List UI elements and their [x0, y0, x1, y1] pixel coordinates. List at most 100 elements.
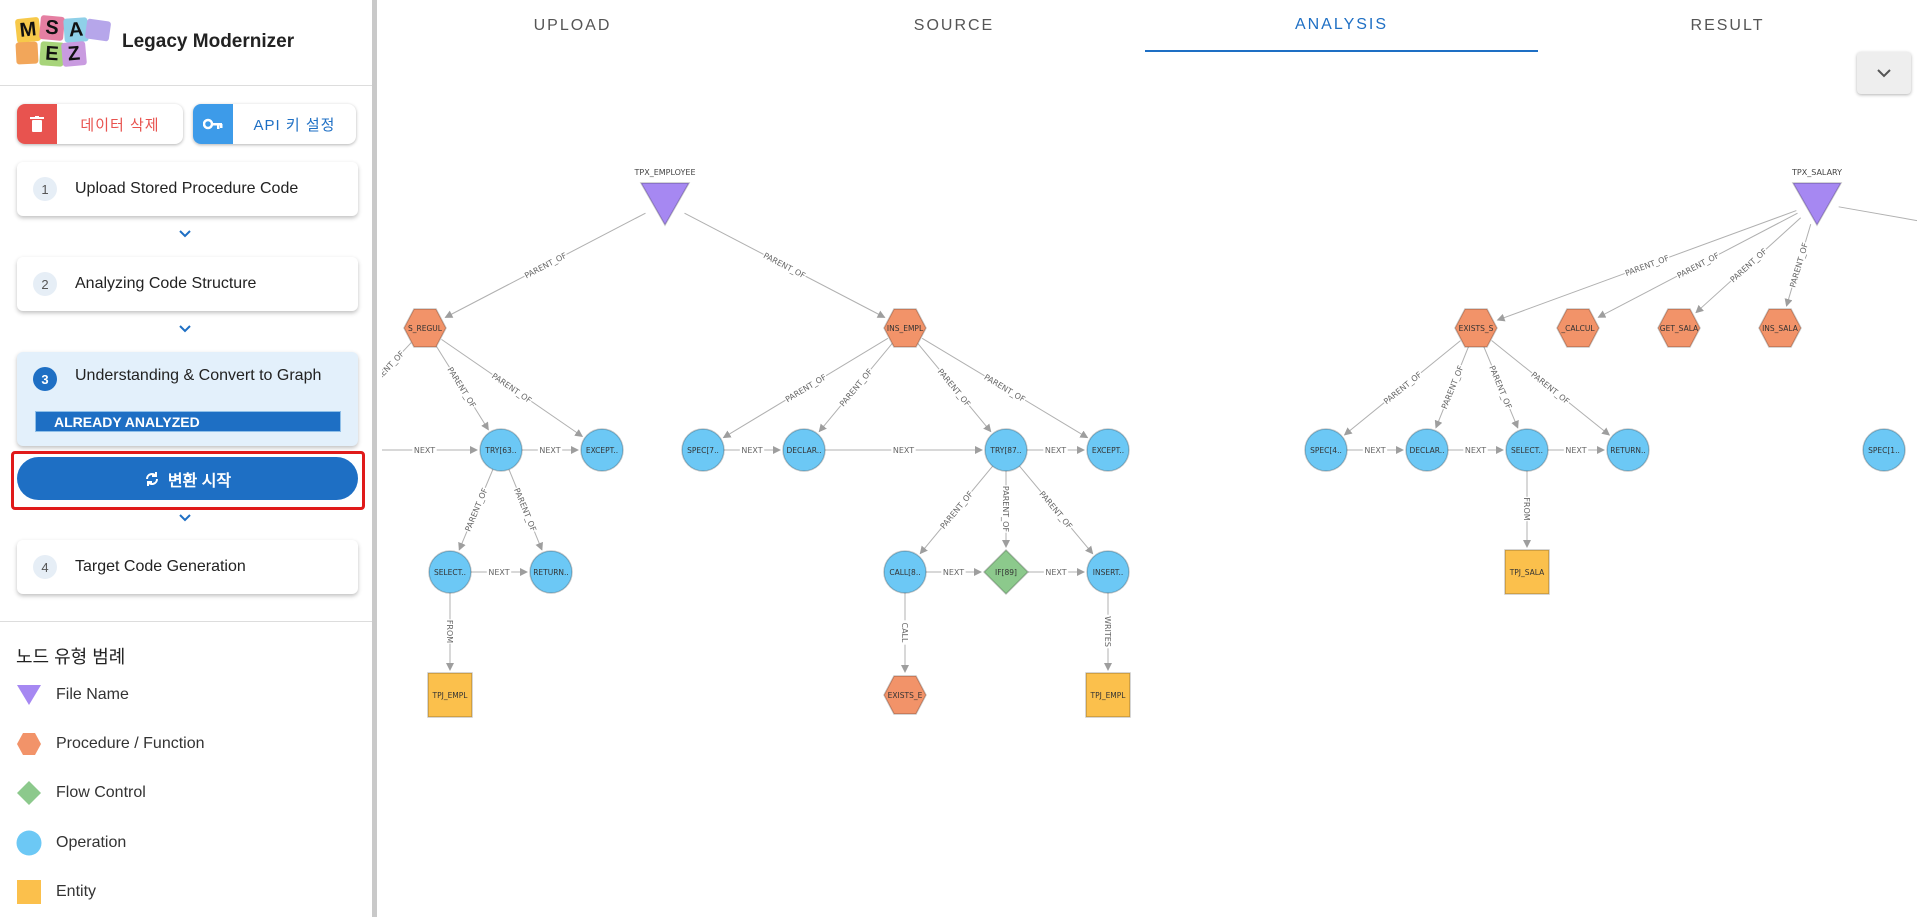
edge-label: WRITES: [1103, 616, 1112, 647]
graph-node-entity[interactable]: TPJ_EMPL: [427, 672, 473, 718]
tab-upload[interactable]: UPLOAD: [533, 17, 612, 34]
step-3-card[interactable]: 3 Understanding & Convert to Graph ALREA…: [17, 352, 358, 446]
legend-item-procedure: Procedure / Function: [16, 731, 205, 757]
node-shape[interactable]: [1086, 428, 1130, 472]
edge-label-background: [1037, 488, 1076, 532]
step-1-card[interactable]: 1 Upload Stored Procedure Code: [17, 162, 358, 216]
node-shape[interactable]: [1606, 428, 1650, 472]
node-shape[interactable]: [984, 428, 1028, 472]
node-shape[interactable]: [403, 308, 447, 348]
legend-item-file: File Name: [16, 682, 129, 708]
node-shape[interactable]: [883, 550, 927, 594]
graph-node-op[interactable]: DECLAR..: [782, 428, 826, 472]
node-shape[interactable]: [427, 672, 473, 718]
graph-node-op[interactable]: SELECT..: [1505, 428, 1549, 472]
graph-node-proc[interactable]: EXISTS_E: [883, 675, 927, 715]
edge-label: PARENT_OF: [445, 366, 477, 410]
graph-node-op[interactable]: RETURN..: [529, 550, 573, 594]
node-shape[interactable]: [883, 675, 927, 715]
graph-node-flow[interactable]: IF[89]: [982, 548, 1030, 596]
collapse-toggle-button[interactable]: [1857, 52, 1911, 94]
edge-label-background: [836, 366, 875, 409]
graph-node-proc[interactable]: EXISTS_S: [1454, 308, 1498, 348]
trash-icon: [17, 104, 57, 144]
graph-node-op[interactable]: TRY[87..: [984, 428, 1028, 472]
node-label: IF[89]: [995, 568, 1017, 577]
graph-node-op[interactable]: EXCEPT..: [1086, 428, 1130, 472]
graph-node-file[interactable]: TPX_EMPLOYEE: [634, 168, 696, 227]
tab-result[interactable]: RESULT: [1690, 17, 1765, 34]
node-shape[interactable]: [1086, 550, 1130, 594]
node-shape[interactable]: [982, 548, 1030, 596]
graph-node-op[interactable]: DECLAR..: [1405, 428, 1449, 472]
node-shape[interactable]: [1862, 428, 1906, 472]
step-4-card[interactable]: 4 Target Code Generation: [17, 540, 358, 594]
node-shape[interactable]: [1556, 308, 1600, 348]
edge-label-background: [761, 249, 808, 281]
step-2-card[interactable]: 2 Analyzing Code Structure: [17, 257, 358, 311]
graph-node-op[interactable]: SELECT..: [428, 550, 472, 594]
node-shape[interactable]: [1758, 308, 1802, 348]
edge-label-background: [1787, 240, 1811, 290]
edge-label-background: [522, 249, 569, 281]
graph-node-entity[interactable]: TPJ_EMPL: [1085, 672, 1131, 718]
node-label: GET_SALA: [1660, 324, 1699, 333]
node-shape[interactable]: [1505, 428, 1549, 472]
node-shape[interactable]: [1304, 428, 1348, 472]
graph-node-op[interactable]: CALL[8..: [883, 550, 927, 594]
graph-node-op[interactable]: RETURN..: [1606, 428, 1650, 472]
tab-analysis[interactable]: ANALYSIS: [1145, 0, 1538, 52]
api-key-button[interactable]: API 키 설정: [193, 104, 356, 144]
edge-label-background: [1381, 368, 1425, 407]
sync-icon: [145, 471, 158, 486]
edge-label: PARENT_OF: [1624, 253, 1671, 277]
edge-label-background: [1043, 445, 1068, 455]
edge-label: PARENT_OF: [936, 367, 973, 409]
node-label: S_REGUL: [408, 324, 443, 333]
graph-node-op[interactable]: SPEC[7..: [681, 428, 725, 472]
node-label: SELECT..: [1511, 446, 1543, 455]
node-shape[interactable]: [580, 428, 624, 472]
graph-node-op[interactable]: SPEC[1..: [1862, 428, 1906, 472]
graph-edge[interactable]: [1838, 206, 1917, 225]
graph-node-entity[interactable]: TPJ_SALA: [1504, 549, 1550, 595]
node-shape[interactable]: [529, 550, 573, 594]
graph-node-op[interactable]: INSERT..: [1086, 550, 1130, 594]
start-convert-button[interactable]: 변환 시작: [17, 457, 358, 500]
node-shape[interactable]: [479, 428, 523, 472]
node-shape[interactable]: [1791, 182, 1843, 227]
node-shape[interactable]: [883, 308, 927, 348]
edge-label-background: [1622, 252, 1671, 279]
tab-source[interactable]: SOURCE: [913, 17, 995, 34]
graph-node-op[interactable]: TRY[63..: [479, 428, 523, 472]
node-shape[interactable]: [681, 428, 725, 472]
graph-node-op[interactable]: SPEC[4..: [1304, 428, 1348, 472]
node-shape[interactable]: [639, 182, 691, 227]
diamond-icon: [17, 781, 41, 805]
node-shape[interactable]: [1657, 308, 1701, 348]
graph-node-proc[interactable]: S_REGUL: [403, 308, 447, 348]
graph-node-proc[interactable]: GET_SALA: [1657, 308, 1701, 348]
graph-node-proc[interactable]: _CALCUL: [1556, 308, 1600, 348]
delete-data-button[interactable]: 데이터 삭제: [17, 104, 183, 144]
graph-node-proc[interactable]: INS_EMPL: [883, 308, 927, 348]
node-shape[interactable]: [782, 428, 826, 472]
node-label: RETURN..: [533, 568, 569, 577]
edge-label-background: [935, 366, 974, 409]
graph-node-file[interactable]: TPX_SALARY: [1791, 168, 1843, 227]
divider: [0, 85, 372, 86]
edge-label-background: [981, 371, 1028, 405]
node-shape[interactable]: [1504, 549, 1550, 595]
graph-node-op[interactable]: EXCEPT..: [580, 428, 624, 472]
edge-label-background: [1103, 614, 1113, 649]
node-shape[interactable]: [428, 550, 472, 594]
edge-label: PARENT_OF: [1001, 486, 1010, 533]
graph-node-proc[interactable]: INS_SALA: [1758, 308, 1802, 348]
step-number: 1: [33, 177, 57, 201]
edge-label-background: [739, 445, 765, 455]
node-shape[interactable]: [1085, 672, 1131, 718]
node-shape[interactable]: [1405, 428, 1449, 472]
node-shape[interactable]: [1454, 308, 1498, 348]
